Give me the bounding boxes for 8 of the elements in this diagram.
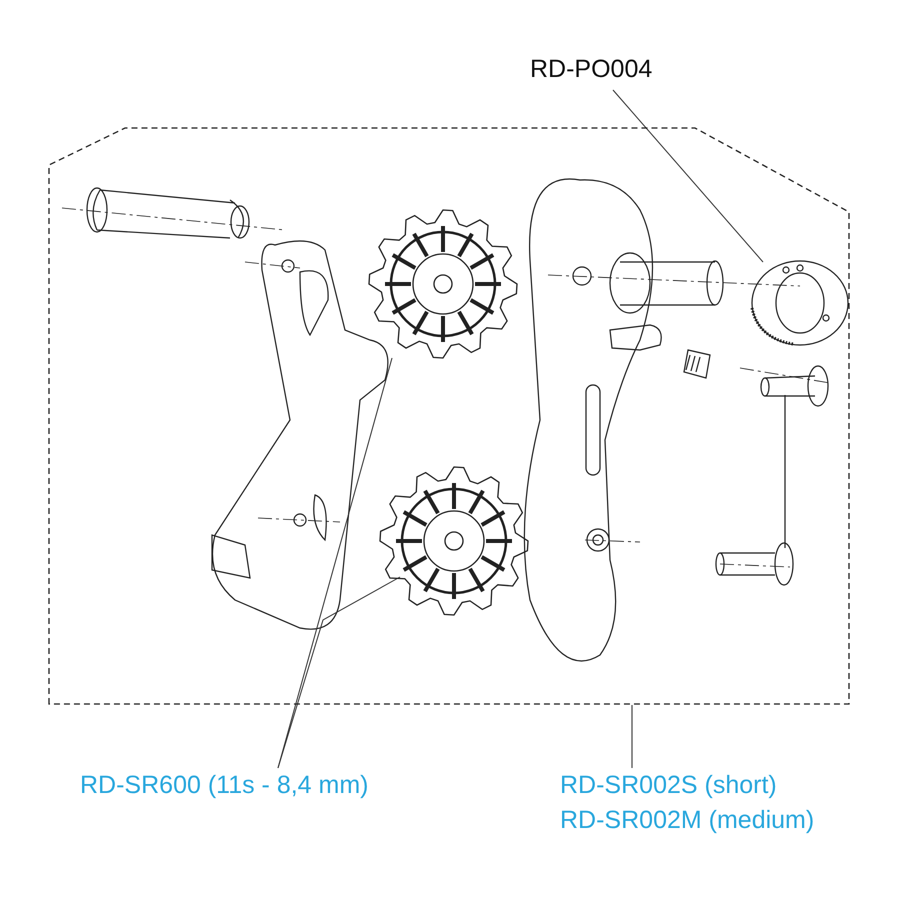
- leader-line: [278, 576, 400, 768]
- leader-line: [278, 358, 392, 768]
- part-number: RD-PO004: [530, 54, 654, 85]
- part-number: RD-SR002S (short): [560, 770, 778, 801]
- leader-line: [612, 90, 764, 262]
- part-number: RD-SR002M (medium): [560, 805, 816, 836]
- part-number: RD-SR600 (11s - 8,4 mm): [80, 770, 370, 801]
- dashed-group-outline: [48, 127, 850, 705]
